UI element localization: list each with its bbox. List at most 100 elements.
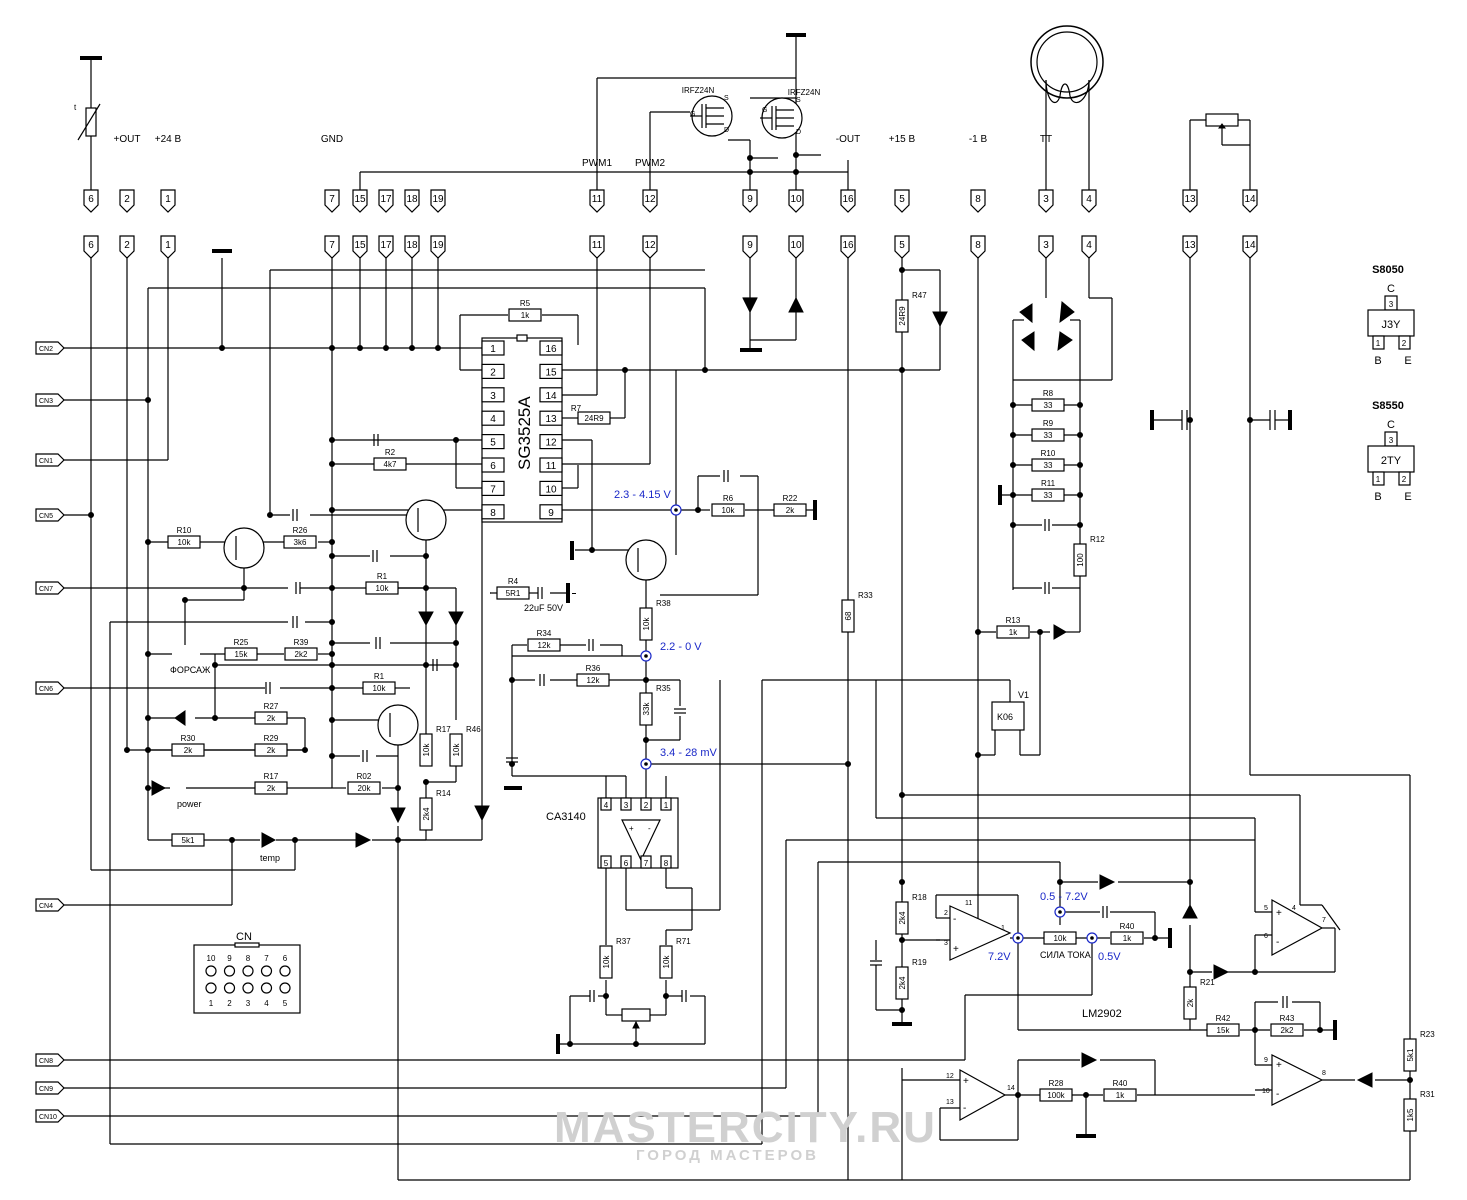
resistor-body	[639, 607, 653, 641]
sg3525-left-pin: 2	[490, 367, 496, 378]
legend-pin-2: 2	[1402, 339, 1407, 348]
cn-pin-top-number: 7	[264, 954, 269, 963]
svg-text:6: 6	[1264, 933, 1268, 940]
mosfet-pin-g: G	[690, 111, 695, 118]
resistor-body	[576, 673, 610, 687]
resistor-body	[254, 711, 288, 725]
top-conn-2-pin: 2	[124, 194, 130, 205]
resistor-ref: R2	[385, 448, 396, 457]
led-temp-label: temp	[260, 853, 280, 863]
watermark-sub: ГОРОД МАСТЕРОВ	[636, 1147, 819, 1164]
resistor-value: 2k	[786, 506, 795, 515]
legend-pin-1: 1	[1376, 475, 1381, 484]
resistor-value: 33k	[642, 702, 651, 716]
top-conn-5-shape	[894, 189, 910, 213]
resistor-ref: R42	[1216, 1014, 1231, 1023]
side-conn-CN8-shape	[35, 1053, 65, 1067]
resistor-ref: R14	[436, 789, 451, 798]
side-conn-CN5-shape	[35, 508, 65, 522]
sg3525-left-pin: 6	[490, 461, 496, 472]
resistor-ref: R19	[912, 958, 927, 967]
resistor-body	[527, 638, 561, 652]
resistor-body	[283, 535, 317, 549]
test-point-dot	[1016, 936, 1020, 940]
top-conn-8-pin: 8	[975, 194, 981, 205]
watermark-main: MASTERCITY.RU	[554, 1103, 937, 1152]
resistor-value: 10k	[422, 743, 431, 757]
top-conn-1-pin: 1	[165, 194, 171, 205]
cn-pin-top-number: 10	[207, 954, 216, 963]
legend-pin-1: 1	[1376, 339, 1381, 348]
resistor-body	[373, 457, 407, 471]
ca3140-bottom-pin: 6	[624, 859, 629, 868]
side-conn-CN2-shape	[35, 341, 65, 355]
svg-text:3: 3	[944, 940, 948, 947]
capacitors-c03-c11	[1152, 410, 1290, 430]
sg3525-left-pin: 1	[490, 344, 496, 355]
resistor-value: 12k	[538, 641, 552, 650]
resistor-body	[773, 503, 807, 517]
cn-pin-bottom-hole	[223, 982, 236, 994]
resistor-ref: R17	[436, 725, 451, 734]
conn-label-2: +OUT	[114, 134, 141, 145]
cn-pin-top-number: 6	[283, 954, 288, 963]
led-indicators: power temp ФОРСАЖ СИЛА ТОКА 22uF 50V	[170, 603, 1091, 960]
top-conn-2-shape	[119, 189, 135, 213]
resistor-body	[254, 743, 288, 757]
resistor-value: 2k	[1186, 998, 1195, 1007]
ca3140-bottom-pin: 5	[604, 859, 609, 868]
top-conn-17-pin: 17	[380, 194, 392, 205]
sg3525-left-pin: 5	[490, 438, 496, 449]
resistor-value: 2k	[267, 746, 276, 755]
resistor-value: 1k	[1009, 628, 1018, 637]
cn-pin-bottom-hole	[205, 982, 217, 994]
top-conn-5-pin: 5	[899, 194, 905, 205]
test-point-label: 7.2V	[988, 951, 1011, 963]
resistor-body	[1403, 1038, 1417, 1072]
resistor-body	[895, 299, 909, 333]
resistor-ref: R22	[783, 494, 798, 503]
resistor-ref: R29	[264, 734, 279, 743]
lower-conn-12-pin: 12	[644, 240, 656, 251]
lower-conn-2-pin: 2	[124, 240, 130, 251]
sg3525-left-pin-box	[481, 504, 505, 520]
svg-text:t: t	[74, 103, 77, 112]
watermark: MASTERCITY.RU ГОРОД МАСТЕРОВ	[554, 1103, 937, 1164]
lower-conn-3-shape	[1038, 235, 1054, 259]
top-conn-12-shape	[642, 189, 658, 213]
resistor-body	[167, 535, 201, 549]
sg3525-right-pin: 16	[545, 344, 557, 355]
resistor-value: 10k	[178, 538, 192, 547]
resistor-value: 2k2	[295, 650, 308, 659]
test-point-dot	[644, 654, 648, 658]
top-conn-10-pin: 10	[790, 194, 802, 205]
resistor-ref: R47	[912, 291, 927, 300]
side-conn-CN7-shape	[35, 581, 65, 595]
ca3140-top-pin-box	[640, 797, 652, 811]
conn-label-12: PWM2	[635, 158, 665, 169]
conn-label-5: +15 В	[889, 134, 916, 145]
resistor-ref: R17	[264, 772, 279, 781]
resistor-value: 1k5	[1406, 1108, 1415, 1121]
conn-label-7: GND	[321, 134, 343, 145]
top-conn-11-shape	[589, 189, 605, 213]
lower-conn-16-pin: 16	[842, 240, 854, 251]
cn-pin-top-hole	[223, 965, 236, 977]
resistor-ref: R23	[1420, 1030, 1435, 1039]
resistor-body	[1039, 1088, 1073, 1102]
lower-conn-2-shape	[119, 235, 135, 259]
svg-text:12: 12	[946, 1073, 954, 1080]
lower-conn-4-shape	[1081, 235, 1097, 259]
resistor-value: 2k	[267, 784, 276, 793]
resistor-body	[1206, 1023, 1240, 1037]
resistor-value: 33	[1044, 491, 1053, 500]
legend-pin-3: 3	[1389, 300, 1394, 309]
legend-pin-box-2	[1398, 335, 1411, 350]
side-conn-CN9: CN9	[39, 1086, 53, 1093]
ca3140-top-pin: 1	[664, 801, 669, 810]
resistor-ref: R10	[177, 526, 192, 535]
resistor-value: 33	[1044, 461, 1053, 470]
svg-text:5: 5	[1264, 905, 1268, 912]
mosfets	[690, 95, 803, 139]
